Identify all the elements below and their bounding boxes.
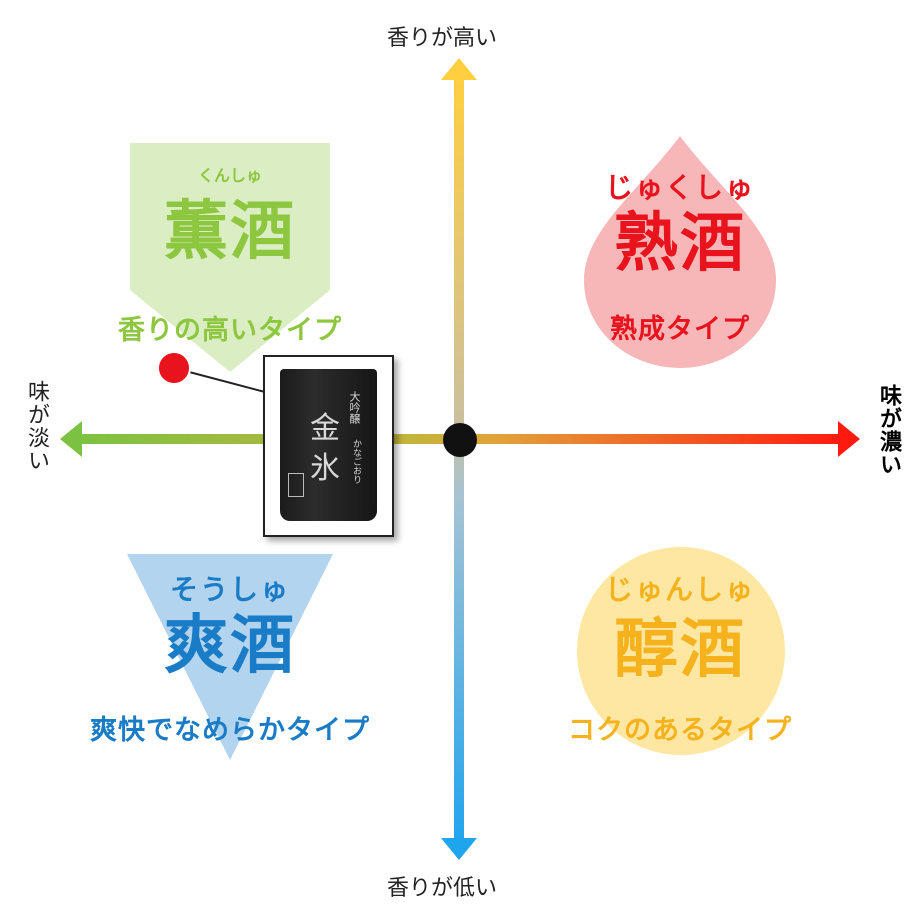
jukushu-description: 熟成タイプ xyxy=(610,314,750,345)
axis-label-bottom: 香りが低い xyxy=(387,876,498,901)
axis-label-right: 味が濃い xyxy=(876,384,901,476)
jukushu-name: 熟酒 xyxy=(614,207,746,281)
kunshu-description: 香りの高いタイプ xyxy=(118,315,342,346)
axis-arrow-up xyxy=(441,58,477,80)
bottle-seal xyxy=(288,473,304,497)
axis-arrow-left xyxy=(60,421,82,457)
product-name-line2: 氷 xyxy=(310,451,340,486)
origin-dot xyxy=(443,423,477,457)
product-type: 大吟醸 xyxy=(348,391,361,424)
axis-label-top: 香りが高い xyxy=(387,26,498,51)
product-reading: かなごおり xyxy=(351,439,361,484)
vertical-axis xyxy=(454,74,464,846)
kunshu-name: 薫酒 xyxy=(164,195,296,269)
junshu-description: コクのあるタイプ xyxy=(568,715,792,746)
product-name-line1: 金 xyxy=(310,411,340,446)
kunshu-furigana: くんしゅ xyxy=(197,166,262,185)
soushu-name: 爽酒 xyxy=(164,609,296,683)
axis-arrow-down xyxy=(441,838,477,860)
axis-label-left: 味が淡い xyxy=(24,380,49,472)
soushu-furigana: そうしゅ xyxy=(169,573,290,606)
axis-arrow-right xyxy=(838,421,860,457)
junshu-name: 醇酒 xyxy=(614,613,746,687)
product-callout: 大吟醸 金 氷 かなごおり xyxy=(263,355,394,537)
junshu-furigana: じゅんしゅ xyxy=(604,573,755,606)
soushu-description: 爽快でなめらかタイプ xyxy=(90,715,370,746)
bottle-image: 大吟醸 金 氷 かなごおり xyxy=(280,369,377,521)
junshu-shape xyxy=(577,547,785,755)
jukushu-furigana: じゅくしゅ xyxy=(604,171,755,204)
product-marker xyxy=(157,351,191,385)
kunshu-shape xyxy=(130,143,330,372)
jukushu-shape xyxy=(584,136,776,368)
soushu-shape xyxy=(127,554,333,760)
